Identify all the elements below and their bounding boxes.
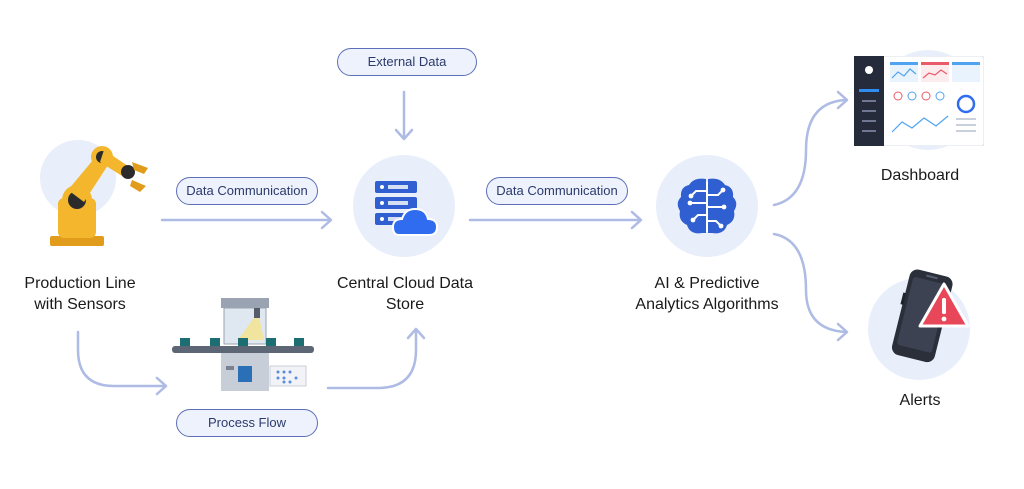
arrow-ai-to-dashboard [772,98,848,207]
ai-label: AI & Predictive Analytics Algorithms [635,275,779,313]
phone-alert-icon [891,269,970,363]
external-data-pill: External Data [337,48,477,76]
dashboard-label: Dashboard [880,167,960,184]
arrow-ai-to-alerts-head [836,322,849,342]
conveyor-machine-icon [172,298,314,391]
arrow-production-to-cloud-head [320,210,333,230]
arrow-process-to-cloud [326,328,418,390]
dashboard-screen-icon [854,56,984,146]
alerts-label: Alerts [899,392,941,409]
arrow-production-to-process-head [155,376,168,396]
production-line-label: Production Line with Sensors [24,275,136,313]
arrow-ai-to-dashboard-head [836,90,849,110]
cloud-server-icon [375,181,439,236]
arrow-ai-to-alerts [772,232,848,334]
process-flow-pill: Process Flow [176,409,318,437]
robot-arm-icon [50,146,148,246]
arrow-production-to-process [76,330,167,388]
arrow-process-to-cloud-head [406,327,426,340]
brain-circuit-icon [677,178,737,234]
data-communication-pill: Data Communication [176,177,318,205]
data-communication-pill: Data Communication [486,177,628,205]
arrow-external-to-cloud-head [394,128,414,141]
arrow-cloud-to-ai-head [630,210,643,230]
cloud-store-label: Central Cloud Data Store [336,275,474,313]
